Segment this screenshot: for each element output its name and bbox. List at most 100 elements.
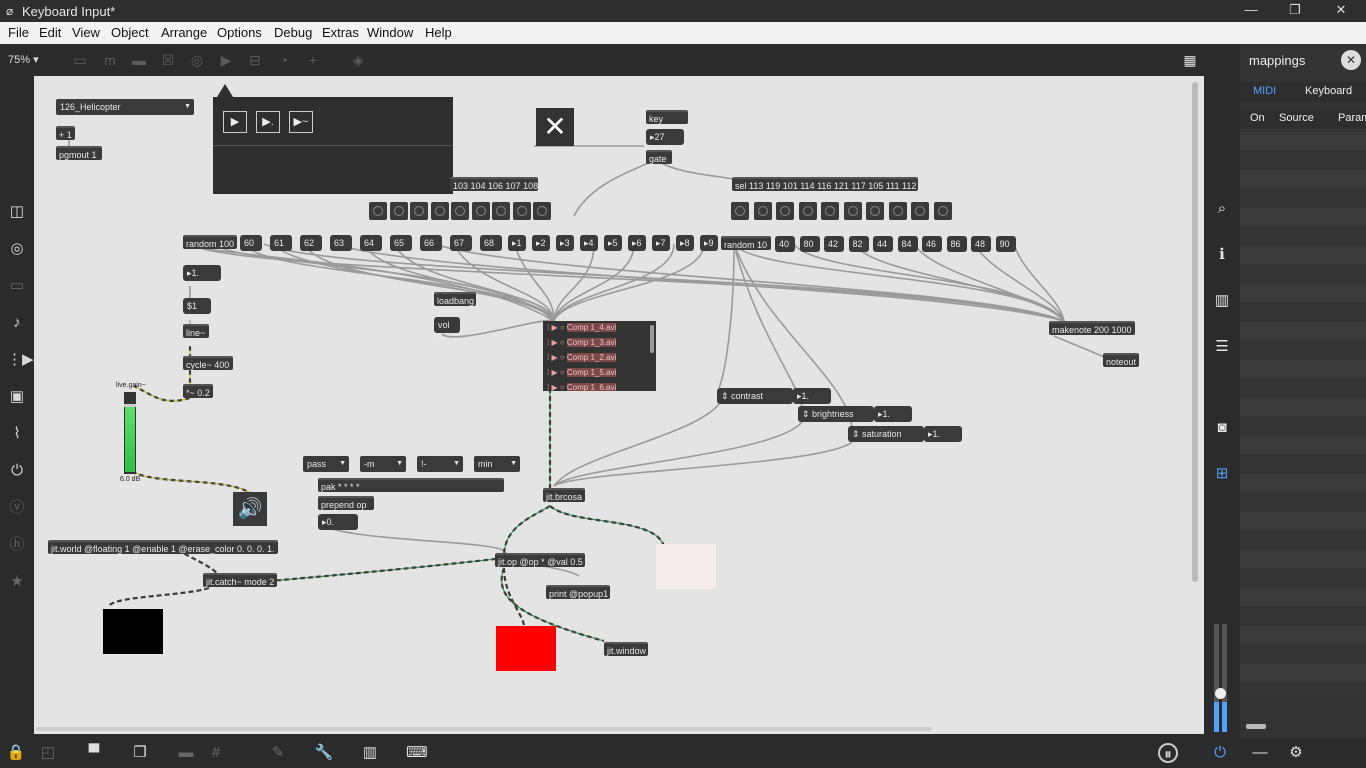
star-icon[interactable]: ★ [10, 573, 24, 590]
loadbang-object[interactable]: loadbang [434, 292, 476, 306]
mapping-row[interactable] [1240, 246, 1366, 264]
mapping-row[interactable] [1240, 189, 1366, 207]
trigger-message[interactable]: ▸5 [604, 235, 622, 251]
paint-icon[interactable]: ◈ [352, 52, 364, 68]
line-object[interactable]: line~ [183, 324, 209, 338]
mapping-row[interactable] [1240, 664, 1366, 682]
saturation-value[interactable]: ▸1. [924, 426, 962, 442]
note-message[interactable]: 84 [897, 236, 918, 252]
mapping-row[interactable] [1240, 303, 1366, 321]
add-icon[interactable]: + [308, 52, 318, 68]
trigger-message[interactable]: ▸1 [508, 235, 526, 251]
tab-keyboard[interactable]: Keyboard [1305, 85, 1353, 97]
windows-icon[interactable]: ❐ [133, 744, 147, 761]
prepend-object[interactable]: prepend op [318, 496, 374, 510]
file-playlist[interactable]: ⁞ ▶ ○ Comp 1_4.avi ⁞ ▶ ○ Comp 1_3.avi ⁞ ▶ … [543, 321, 656, 391]
note-message[interactable]: 90 [995, 236, 1016, 252]
trigger-message[interactable]: ▸7 [652, 235, 670, 251]
level-meter[interactable] [1212, 624, 1230, 732]
patcher-canvas[interactable]: 126_Helicopter + 1 pgmout 1 ▶ ▶. ▶~ ✕ ke… [34, 76, 1204, 734]
note-message[interactable]: 62 [300, 235, 322, 251]
info-icon[interactable]: ℹ [1219, 246, 1225, 263]
bang-button[interactable] [753, 202, 772, 220]
bang-button[interactable] [533, 202, 551, 220]
mapping-row[interactable] [1240, 132, 1366, 150]
playlist-row[interactable]: ⁞ ▶ ○ Comp 1_5.avi [547, 368, 617, 377]
menu-extras[interactable]: Extras [322, 25, 359, 40]
bang-button[interactable] [888, 202, 907, 220]
column-param[interactable]: Param [1338, 112, 1366, 124]
bang-button[interactable] [430, 202, 449, 220]
mapping-row[interactable] [1240, 512, 1366, 530]
note-message[interactable]: 61 [270, 235, 292, 251]
bang-button[interactable] [933, 202, 952, 220]
mapping-row[interactable] [1240, 341, 1366, 359]
slider-icon[interactable]: ⊟ [249, 52, 261, 68]
note-message[interactable]: 44 [873, 236, 893, 252]
mapping-row[interactable] [1240, 398, 1366, 416]
list-icon[interactable]: ☰ [1215, 338, 1229, 355]
playlist-scrollbar[interactable] [650, 325, 654, 353]
cycle-object[interactable]: cycle~ 400 [183, 356, 233, 370]
live-gain-slider[interactable] [124, 392, 136, 474]
panel-scrollbar[interactable] [1246, 724, 1266, 729]
pgmout-object[interactable]: pgmout 1 [56, 146, 102, 160]
bang-button[interactable] [798, 202, 817, 220]
mapping-row[interactable] [1240, 379, 1366, 397]
not-minus-menu[interactable]: !- [417, 456, 463, 472]
image-icon[interactable]: ▣ [9, 388, 25, 405]
note-message[interactable]: 48 [971, 236, 991, 252]
bang-button[interactable] [410, 202, 428, 220]
gate-object[interactable]: gate [646, 150, 672, 164]
note-message[interactable]: 42 [824, 236, 844, 252]
float-number-box-2[interactable]: ▸0. [318, 514, 358, 530]
tab-midi[interactable]: MIDI [1253, 85, 1277, 97]
pass-menu[interactable]: pass [303, 456, 349, 472]
presentation-icon[interactable]: ◰ [40, 744, 56, 761]
playlist-row[interactable]: ⁞ ▶ ○ Comp 1_3.avi [547, 338, 617, 347]
pak-object[interactable]: pak * * * * [318, 478, 504, 492]
menu-arrange[interactable]: Arrange [161, 25, 208, 40]
bang-button[interactable] [451, 202, 469, 220]
dial-icon[interactable]: ◔ [279, 52, 289, 68]
cube-icon[interactable]: ◫ [9, 203, 25, 220]
key-object[interactable]: key [646, 110, 688, 124]
saturation-attrui[interactable]: ⇕ saturation [848, 426, 924, 442]
play-icon[interactable]: ▶ [220, 52, 232, 68]
sel-object-2[interactable]: sel 113 119 101 114 116 121 117 105 111 … [732, 177, 918, 191]
new-object-icon[interactable]: ✎ [271, 744, 285, 761]
snap-icon[interactable]: ▬ [178, 744, 194, 761]
note-message[interactable]: 63 [330, 235, 352, 251]
power-icon[interactable]: ⏻ [1214, 744, 1226, 761]
min-menu[interactable]: min [474, 456, 520, 472]
note-message[interactable]: 40 [775, 236, 795, 252]
play-button[interactable]: ▶ [223, 111, 247, 133]
trigger-message[interactable]: ▸8 [676, 235, 694, 251]
minimize-button[interactable]: — [1244, 2, 1258, 17]
vertical-scrollbar[interactable] [1192, 82, 1198, 582]
mapping-row[interactable] [1240, 588, 1366, 606]
noteout-object[interactable]: noteout [1103, 353, 1139, 367]
playlist-row[interactable]: ⁞ ▶ ○ Comp 1_2.avi [547, 353, 617, 362]
mixer-icon[interactable]: ⊞ [1215, 465, 1229, 482]
note-message[interactable]: 65 [390, 235, 412, 251]
h-icon[interactable]: ⓗ [9, 536, 25, 553]
target-icon[interactable]: ◎ [10, 240, 24, 257]
zoom-level[interactable]: 75% ▾ [8, 54, 39, 66]
menu-options[interactable]: Options [217, 25, 262, 40]
trigger-message[interactable]: ▸2 [532, 235, 550, 251]
v-icon[interactable]: ⓥ [9, 499, 25, 516]
menu-help[interactable]: Help [425, 25, 452, 40]
minus-m-menu[interactable]: -m [360, 456, 406, 472]
contrast-attrui[interactable]: ⇕ contrast [717, 388, 793, 404]
mapping-row[interactable] [1240, 474, 1366, 492]
mapping-row[interactable] [1240, 493, 1366, 511]
music-note-icon[interactable]: ♪ [13, 314, 21, 331]
keyboard-icon[interactable]: ⌨ [406, 744, 428, 761]
playlist-row[interactable]: ⁞ ▶ ○ Comp 1_4.avi [547, 323, 617, 332]
plus-one-object[interactable]: + 1 [56, 126, 75, 140]
multiply-object[interactable]: *~ 0.2 [183, 384, 213, 398]
note-message[interactable]: 80 [799, 236, 820, 252]
comment-bubble-icon[interactable]: ▀ [88, 744, 100, 761]
menu-file[interactable]: File [8, 25, 29, 40]
